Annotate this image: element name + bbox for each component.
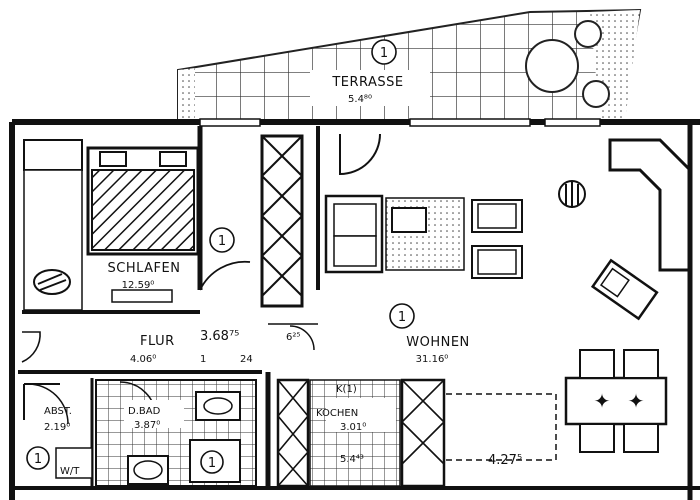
marker-number: 1 (398, 310, 406, 325)
room-name-bad: D.BAD (128, 406, 161, 417)
room-marker-schlafen (209, 227, 235, 253)
wardrobe (23, 139, 83, 171)
room-name-terrasse: TERRASSE (331, 75, 403, 90)
dining-chair (579, 423, 615, 453)
flur-dimension-small-2: 24 (240, 354, 253, 365)
marker-number: 1 (208, 456, 216, 471)
terrace-chair (582, 80, 610, 108)
room-marker-abst (26, 446, 50, 470)
living-room: 1 WOHNEN 31.16⁰ (324, 133, 659, 365)
room-area-abst: 2.19⁰ (44, 422, 70, 433)
sofa (324, 194, 384, 274)
room-area-kochen: 3.01⁰ (340, 422, 366, 433)
wc-label: W/T (60, 466, 80, 477)
dining-chair (623, 349, 659, 379)
dining-area: ✦ ✦ (564, 349, 668, 453)
bathroom: 1 D.BAD 3.87⁰ (95, 379, 257, 487)
outer-walls (9, 118, 700, 500)
room-name-schlafen: SCHLAFEN (108, 261, 181, 276)
plant-icon (558, 180, 586, 208)
interior-walls (18, 120, 693, 500)
room-marker-bad (200, 450, 224, 474)
svg-text:✦: ✦ (594, 389, 611, 413)
kitchen: K(1) KOCHEN 3.01⁰ 5.4⁴³ 4.27⁵ (276, 378, 557, 488)
marker-number: 1 (380, 46, 388, 61)
room-name-flur: FLUR (140, 334, 175, 349)
bedroom: 1 SCHLAFEN 12.59⁰ (23, 139, 251, 311)
wall-dimension: 6²⁵ (286, 332, 300, 343)
terrace-chair (574, 20, 602, 48)
kitchen-extra-dimension: 5.4⁴³ (340, 454, 364, 465)
room-area-bad: 3.87⁰ (134, 420, 160, 431)
marker-number: 1 (34, 452, 42, 467)
room-name-abst: ABST. (44, 406, 72, 417)
dining-chair (623, 423, 659, 453)
room-name-wohnen: WOHNEN (406, 335, 470, 350)
room-area-schlafen: 12.59⁰ (122, 280, 155, 291)
room-area-wohnen: 31.16⁰ (416, 354, 449, 365)
coffee-table (391, 207, 427, 233)
marker-number: 1 (218, 234, 226, 249)
flur-dimension-small: 1 (200, 354, 206, 365)
kitchen-dimension: 4.27⁵ (488, 453, 522, 468)
room-area-terrasse: 5.4⁸⁰ (348, 94, 372, 105)
terrace-area: 1 TERRASSE 5.4⁸⁰ (177, 8, 642, 121)
heater-icon (33, 269, 71, 295)
storage-room: ABST. 2.19⁰ 1 W/T (23, 383, 93, 479)
room-marker-terrasse (371, 39, 397, 65)
room-marker-wohnen (389, 303, 415, 329)
room-name-kochen: KOCHEN (316, 408, 358, 419)
flur-dimension: 3.68⁷⁵ (200, 329, 239, 344)
dining-table (564, 376, 668, 426)
dining-chair (579, 349, 615, 379)
kitchen-marker: K(1) (336, 384, 357, 395)
svg-text:✦: ✦ (628, 389, 645, 413)
terrace-table (525, 39, 579, 93)
corridor: FLUR 4.06⁰ 3.68⁷⁵ 1 24 6²⁵ (21, 323, 318, 365)
room-area-flur: 4.06⁰ (130, 354, 156, 365)
lounge-chair (590, 258, 659, 321)
